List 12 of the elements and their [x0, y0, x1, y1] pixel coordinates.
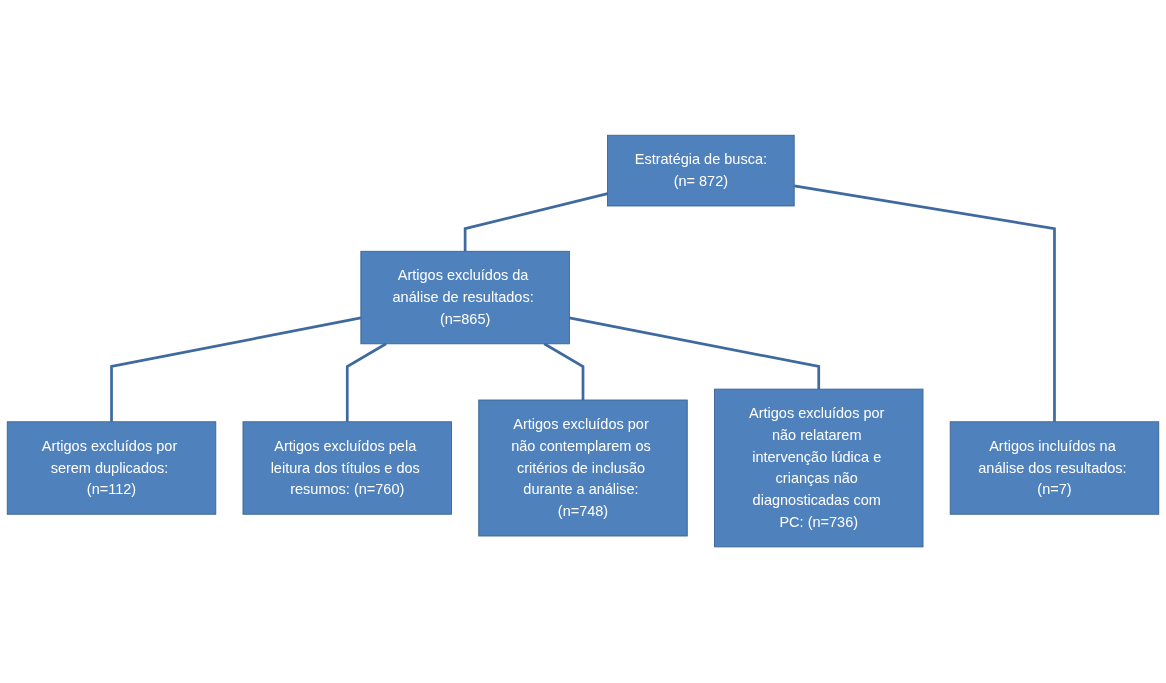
- connector: [345, 343, 387, 423]
- node-box: Artigos incluídos na análise dos resultados: (n=7): [949, 421, 1160, 516]
- connector: [569, 316, 821, 390]
- node-box: Artigos excluídos da análise de resultados: (n=865): [360, 251, 570, 345]
- connector: [463, 192, 608, 252]
- node-box: Artigos excluídos por serem duplicados: (n=112): [6, 421, 217, 516]
- node-box: Artigos excluídos pela leitura dos títulos e dos resumos: (n=760): [242, 421, 452, 516]
- node-box: Artigos excluídos por não contemplarem os critérios de inclusão durante a análise: (n=748): [478, 399, 688, 537]
- connector: [110, 316, 362, 423]
- node-box: Estratégia de busca: (n= 872): [607, 135, 795, 207]
- node-box: Artigos excluídos por não relatarem intervenção lúdica e crianças não diagnosticadas com PC: (n=736): [714, 389, 924, 548]
- connector: [793, 185, 1056, 423]
